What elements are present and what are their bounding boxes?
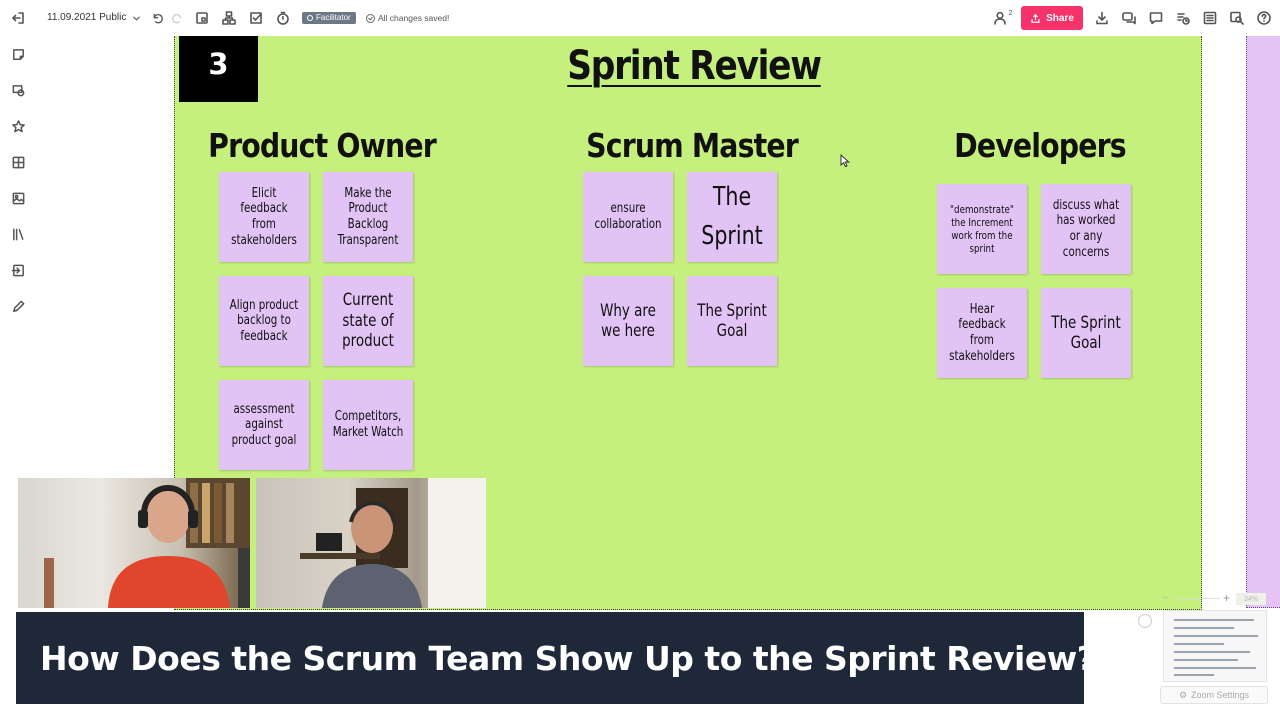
sticky-note[interactable]: Competitors, Market Watch (323, 380, 413, 470)
zoom-out-button[interactable]: − (1162, 592, 1169, 604)
frame-title: Sprint Review (527, 43, 861, 89)
adjacent-frame[interactable] (1246, 36, 1280, 608)
sticky-note[interactable]: Align product backlog to feedback (219, 276, 309, 366)
sticky-note[interactable]: The Sprint (687, 172, 777, 262)
sticky-note[interactable]: discuss what has worked or any concerns (1041, 184, 1131, 274)
share-button[interactable]: Share (1021, 6, 1083, 30)
undo-icon[interactable] (150, 11, 164, 25)
sticky-note[interactable]: Hear feedback from stakeholders (937, 288, 1027, 378)
grid-icon[interactable] (9, 153, 27, 171)
user-count: 2 (1008, 10, 1013, 17)
facilitator-dot-icon (307, 15, 313, 21)
library-icon[interactable] (9, 225, 27, 243)
star-icon[interactable] (9, 117, 27, 135)
facilitator-badge[interactable]: Facilitator (302, 12, 356, 24)
comment-icon[interactable] (1148, 10, 1164, 26)
sticky-note[interactable]: Make the Product Backlog Transparent (323, 172, 413, 262)
help-icon[interactable] (1256, 10, 1272, 26)
shapes-icon[interactable] (9, 81, 27, 99)
check-circle-icon (366, 13, 375, 23)
image-icon[interactable] (9, 189, 27, 207)
gear-icon: ⚙ (1178, 689, 1188, 700)
heading-product-owner: Product Owner (208, 126, 437, 165)
users-icon[interactable]: 2 (989, 10, 1015, 26)
chat-icon[interactable] (1121, 10, 1137, 26)
checkbox-icon[interactable] (248, 10, 264, 26)
import-icon[interactable] (9, 261, 27, 279)
participant-video-1[interactable] (18, 478, 250, 608)
participant-video-2[interactable] (256, 478, 486, 608)
structure-icon[interactable] (221, 10, 237, 26)
caption-text: How Does the Scrum Team Show Up to the S… (40, 638, 1096, 678)
sticky-note[interactable]: Current state of product (323, 276, 413, 366)
heading-scrum-master: Scrum Master (586, 126, 799, 165)
top-toolbar: 11.09.2021 Public Facilitator All change… (0, 0, 1280, 36)
participant-2-image (300, 478, 486, 608)
zoom-level[interactable]: 34% (1236, 593, 1266, 605)
mouse-cursor-icon (840, 154, 850, 168)
exit-icon[interactable] (10, 10, 26, 26)
redo-icon[interactable] (170, 11, 184, 25)
sticky-note[interactable]: The Sprint Goal (687, 276, 777, 366)
sticky-note[interactable]: The Sprint Goal (1041, 288, 1131, 378)
sticky-note[interactable]: Why are we here (583, 276, 673, 366)
sticky-note[interactable]: "demonstrate" the Increment work from th… (937, 184, 1027, 274)
caption-bar: How Does the Scrum Team Show Up to the S… (16, 612, 1096, 704)
frame-title-text: Sprint Review (567, 43, 822, 89)
saved-status-text: All changes saved! (378, 13, 450, 23)
zoom-settings-label: Zoom Settings (1191, 690, 1250, 700)
chevron-down-icon[interactable] (130, 12, 142, 24)
minimap[interactable] (1163, 610, 1267, 682)
participant-1-image (44, 478, 250, 608)
sticky-note[interactable]: ensure collaboration (583, 172, 673, 262)
list-icon[interactable] (1202, 10, 1218, 26)
zoom-settings-button[interactable]: ⚙ Zoom Settings (1160, 686, 1268, 704)
activity-icon[interactable] (1175, 10, 1191, 26)
pen-icon[interactable] (9, 297, 27, 315)
sticky-note-icon[interactable] (9, 45, 27, 63)
zoom-in-button[interactable]: + (1223, 591, 1231, 605)
frame-number: 3 (179, 36, 258, 102)
share-icon (1031, 13, 1040, 23)
facilitator-label: Facilitator (316, 13, 351, 22)
board-title[interactable]: 11.09.2021 Public (47, 12, 127, 23)
sticky-note[interactable]: assessment against product goal (219, 380, 309, 470)
sticky-note[interactable]: Elicit feedback from stakeholders (219, 172, 309, 262)
share-label: Share (1046, 12, 1074, 24)
search-icon[interactable] (1229, 10, 1245, 26)
saved-status: All changes saved! (366, 12, 449, 24)
zoom-slider[interactable] (1175, 598, 1219, 599)
download-icon[interactable] (1094, 10, 1110, 26)
minimap-toggle-icon[interactable] (1138, 614, 1152, 628)
heading-developers: Developers (954, 126, 1126, 165)
timer-icon[interactable] (275, 10, 291, 26)
frame-icon[interactable] (194, 10, 210, 26)
